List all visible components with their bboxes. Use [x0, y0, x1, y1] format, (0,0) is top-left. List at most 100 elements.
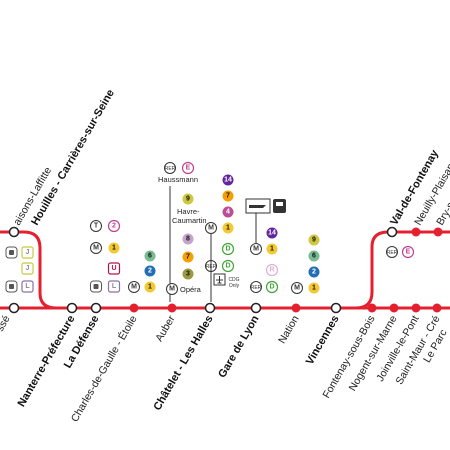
track-branch-east-north — [355, 230, 450, 310]
metro-badge-opera — [166, 283, 178, 295]
station-dot-la-defense — [90, 302, 102, 314]
rer-d-badge-gare-de-lyon — [265, 280, 279, 294]
tram-badge — [90, 220, 102, 232]
metro-9-badge-nation — [308, 234, 320, 246]
metro-badge-nation — [291, 282, 303, 294]
label-only: Only — [229, 283, 240, 289]
rer-badge-gare-de-lyon — [250, 281, 262, 293]
metro-4-badge — [222, 206, 234, 218]
metro-badge-chatelet-text: M — [208, 225, 214, 232]
station-label-gare-de-lyon: Gare de Lyon — [216, 313, 261, 380]
airport-icon — [216, 276, 223, 284]
rer-badge-haussmann-text: RER — [165, 166, 176, 172]
tram-badge-text: T — [94, 223, 99, 230]
metro-badge-nation-text: M — [294, 285, 300, 292]
station-label-poissy: ssé — [0, 313, 13, 333]
label-haussmann: Haussmann — [158, 175, 198, 184]
station-dot-nanterre — [66, 302, 78, 314]
metro-1-badge-cdg-etoile — [144, 281, 156, 293]
station-markers — [8, 226, 443, 314]
transilien-l-badge-la-defense — [107, 280, 121, 293]
metro-3-text: 3 — [186, 271, 190, 278]
metro-14-badge-chatelet — [222, 174, 234, 186]
metro-7-badge-chatelet — [222, 190, 234, 202]
metro-4-text: 4 — [226, 209, 230, 216]
metro-6-badge — [144, 250, 156, 262]
metro-2-badge-nation — [308, 266, 320, 278]
station-dot-fontenay-sous-bois — [367, 303, 377, 313]
station-dot-chatelet — [204, 302, 216, 314]
track-branch-west — [0, 230, 100, 310]
transilien-l-text-la-defense: L — [112, 283, 117, 290]
metro-2-text: 2 — [148, 268, 152, 275]
transilien-u-text: U — [111, 265, 116, 272]
station-dot-bry-sur-marne — [433, 227, 443, 237]
rer-badge-haussmann — [164, 162, 176, 174]
rer-d-text-chatelet: D — [225, 246, 230, 253]
rer-d-text-gare-de-lyon: D — [269, 284, 274, 291]
metro-8-text: 8 — [186, 236, 190, 243]
metro-7-text-opera: 7 — [186, 254, 190, 261]
metro-badge-gare-de-lyon-text: M — [253, 246, 259, 253]
metro-badge-chatelet — [205, 222, 217, 234]
station-label-auber: Auber — [153, 313, 178, 344]
metro-9-badge-havre — [182, 193, 194, 205]
rer-d-badge-chatelet — [221, 242, 235, 256]
metro-8-badge — [182, 233, 194, 245]
transilien-l-text: L — [25, 283, 30, 290]
rer-b-badge-chatelet — [221, 259, 235, 273]
metro-badge-cdg-etoile — [128, 281, 140, 293]
rer-b-text-chatelet: D — [225, 263, 230, 270]
metro-1-text-cdg-etoile: 1 — [148, 284, 152, 291]
station-dot-val-de-fontenay — [386, 226, 398, 238]
train-icon-la-defense-body — [93, 284, 99, 289]
label-cdg: CDG — [228, 277, 239, 283]
station-dot-nation — [291, 303, 301, 313]
metro-9-text-nation: 9 — [312, 237, 316, 244]
station-dot-poissy — [8, 302, 20, 314]
metro-3-badge — [182, 268, 194, 280]
rer-e-badge — [181, 161, 195, 175]
label-havre: Havre- — [177, 207, 200, 216]
station-labels: aisons-Laffitte Houilles - Carrières-sur… — [0, 88, 450, 425]
metro-1-badge-nation — [308, 282, 320, 294]
transilien-u-badge — [107, 262, 121, 275]
station-dot-vincennes — [330, 302, 342, 314]
rer-r-text: R — [269, 267, 274, 274]
metro-badge-la-defense-text: M — [93, 245, 99, 252]
train-icon-2-body — [9, 284, 14, 289]
label-opera: Opéra — [180, 285, 202, 294]
metro-1-badge-gare-de-lyon — [266, 243, 278, 255]
metro-1-text-nation: 1 — [312, 285, 316, 292]
rer-e-badge-val-de-fontenay — [401, 245, 415, 259]
station-label-bry-sur-marne: Bry-s — [434, 200, 450, 227]
metro-7-badge-opera — [182, 251, 194, 263]
metro-2-badge — [144, 265, 156, 277]
metro-6-text: 6 — [148, 253, 152, 260]
metro-6-badge-nation — [308, 250, 320, 262]
train-icon-gare-de-lyon-window — [276, 202, 283, 206]
metro-7-text-chatelet: 7 — [226, 193, 230, 200]
station-dot-neuilly-plaisance — [411, 227, 421, 237]
metro-2-text-nation: 2 — [312, 269, 316, 276]
station-dot-nogent — [389, 303, 399, 313]
rer-badge-gare-de-lyon-text: RER — [251, 285, 262, 291]
station-dot-gare-de-lyon — [250, 302, 262, 314]
tgv-train-shape — [249, 205, 266, 208]
rer-badge-val-de-fontenay — [386, 246, 398, 258]
metro-badge-opera-text: M — [169, 286, 175, 293]
metro-14-text-chatelet: 14 — [224, 177, 232, 184]
rer-r-badge — [265, 263, 279, 277]
metro-1-badge-chatelet — [222, 222, 234, 234]
station-dot-joinville — [411, 303, 421, 313]
metro-1-text-chatelet: 1 — [226, 225, 230, 232]
connection-badges: J J L T 2 M 1 U L 6 2 M 1 RER E — [5, 161, 415, 302]
tram-2-text: 2 — [112, 223, 116, 230]
metro-14-badge-gare-de-lyon — [266, 227, 278, 239]
station-label-nation: Nation — [276, 313, 302, 345]
metro-badge-cdg-etoile-text: M — [131, 284, 137, 291]
rer-e-text: E — [186, 165, 191, 172]
station-dot-auber — [167, 303, 177, 313]
label-caumartin: Caumartin — [172, 216, 207, 225]
